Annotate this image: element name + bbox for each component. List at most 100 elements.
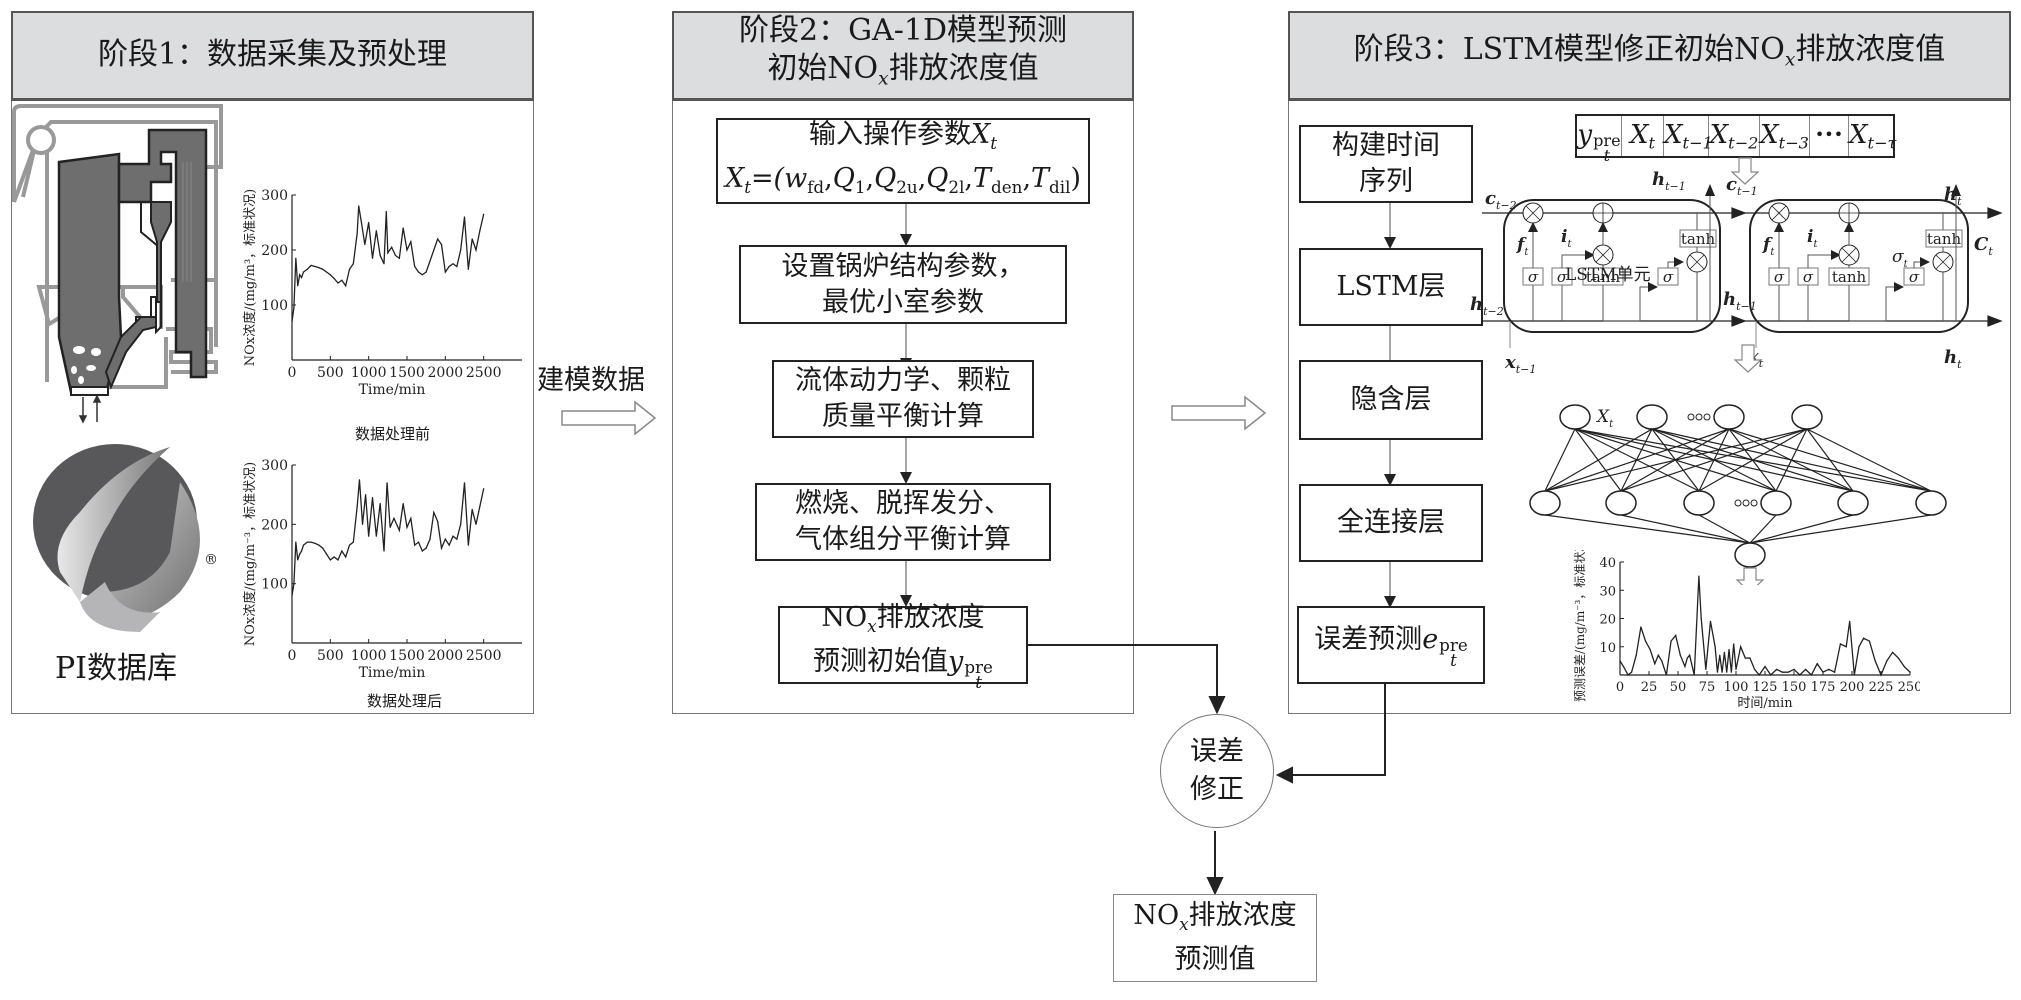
data-point — [406, 526, 408, 528]
nn-edge — [1775, 428, 1808, 492]
data-point — [348, 268, 351, 270]
hidden-layer-label: 隐含层 — [1350, 384, 1432, 415]
input-params-var: X — [971, 119, 991, 151]
data-point — [310, 541, 312, 543]
nn-hidden-node — [1760, 490, 1792, 516]
x-tick-label: 1000 — [351, 365, 387, 381]
data-point — [348, 544, 351, 546]
data-point — [352, 541, 354, 543]
data-point — [1693, 674, 1695, 676]
data-point — [1892, 651, 1894, 653]
data-point — [306, 268, 308, 270]
data-point — [471, 238, 473, 240]
data-point — [371, 497, 374, 499]
data-point — [1776, 668, 1778, 670]
data-point — [444, 271, 446, 273]
data-point — [306, 541, 308, 543]
nn-edge — [1544, 428, 1730, 492]
nn-edge — [1698, 514, 1751, 544]
flow3-arrow-3 — [1384, 440, 1396, 486]
data-point — [297, 559, 299, 561]
x-tick-label: 75 — [1699, 680, 1716, 695]
data-point — [356, 232, 358, 235]
data-point — [1723, 651, 1725, 653]
data-point — [1858, 646, 1860, 648]
data-point — [463, 482, 466, 484]
nn-down-arrow-icon — [1735, 567, 1765, 585]
data-point — [1644, 640, 1647, 642]
data-point — [483, 488, 485, 490]
data-point — [1816, 663, 1818, 665]
gate-box — [1679, 229, 1717, 248]
data-point — [1726, 671, 1728, 673]
data-point — [1635, 654, 1637, 656]
svg-text:Ct: Ct — [1974, 234, 1993, 258]
combustion-line1: 燃烧、脱挥发分、 — [795, 488, 1011, 519]
data-point — [379, 254, 381, 257]
data-point — [410, 517, 412, 519]
data-point — [1684, 665, 1686, 668]
y-tick-label: 300 — [261, 458, 288, 474]
chart-before-caption: 数据处理前 — [355, 425, 431, 443]
nn-edge — [1544, 428, 1653, 492]
nn-edge — [1544, 514, 1751, 544]
data-point — [444, 538, 446, 540]
data-point — [463, 216, 466, 218]
sequence-cell: Xt−2 — [1709, 116, 1760, 156]
y-tick-label: 100 — [261, 298, 288, 314]
nn-edge — [1749, 514, 1777, 544]
data-point — [375, 535, 377, 537]
data-point — [417, 541, 420, 543]
data-point — [398, 529, 400, 531]
lstm-cell-2 — [1749, 199, 1969, 333]
lstm-cell-1 — [1503, 199, 1721, 333]
data-point — [293, 307, 295, 309]
data-point — [406, 249, 408, 251]
stage2-header: 阶段2：GA-1D模型预测 初始NOx排放浓度值 — [673, 12, 1133, 100]
data-point — [1649, 648, 1651, 651]
x-tick-label: 225 — [1869, 680, 1894, 695]
data-point — [1709, 620, 1712, 622]
data-point — [341, 550, 343, 552]
fully-connected-label: 全连接层 — [1337, 507, 1445, 538]
data-point — [364, 243, 366, 246]
error-prediction-var: e — [1422, 623, 1439, 655]
data-point — [345, 556, 347, 558]
data-point — [1700, 617, 1702, 620]
data-point — [368, 221, 370, 224]
svg-text:ct−2: ct−2 — [1485, 188, 1517, 212]
gate-label: it — [1561, 227, 1572, 250]
nn-edge — [1544, 428, 1808, 492]
data-point — [356, 505, 358, 508]
lstm-unit-label: LSTM单元 — [1565, 265, 1651, 285]
x-tick-label: 2500 — [466, 365, 502, 381]
stage2-title-line2: 初始NOx排放浓度值 — [767, 50, 1038, 99]
data-point — [1657, 654, 1659, 656]
data-point — [452, 263, 454, 265]
data-point — [471, 508, 473, 511]
flow-box-hidden-layer: 隐含层 — [1299, 360, 1483, 440]
data-point — [460, 523, 462, 525]
data-point — [295, 257, 297, 259]
data-point — [1863, 637, 1865, 639]
data-point — [302, 544, 305, 546]
nn-edge — [1544, 428, 1576, 492]
error-correction-line1: 误差 — [1190, 736, 1244, 767]
x-tick-label: 0 — [288, 365, 297, 381]
stage2-title-sub: x — [878, 68, 889, 90]
tanh-gate: tanh — [1586, 268, 1621, 286]
y-tick-label: 200 — [261, 517, 288, 533]
data-point — [1749, 657, 1751, 659]
nn-ellipsis-dot — [1750, 499, 1758, 507]
data-point — [483, 213, 485, 215]
modeling-data-arrow-icon — [561, 400, 657, 436]
data-point — [297, 285, 299, 287]
x-tick-label: 500 — [317, 648, 344, 664]
y-axis-label: NOx浓度/(mg/m⁻³，标准状况) — [242, 462, 258, 646]
data-point — [1903, 665, 1905, 668]
nn-ellipsis-dot — [1703, 413, 1711, 421]
data-point — [1698, 575, 1700, 577]
data-point — [383, 550, 385, 552]
data-point — [1733, 643, 1735, 645]
